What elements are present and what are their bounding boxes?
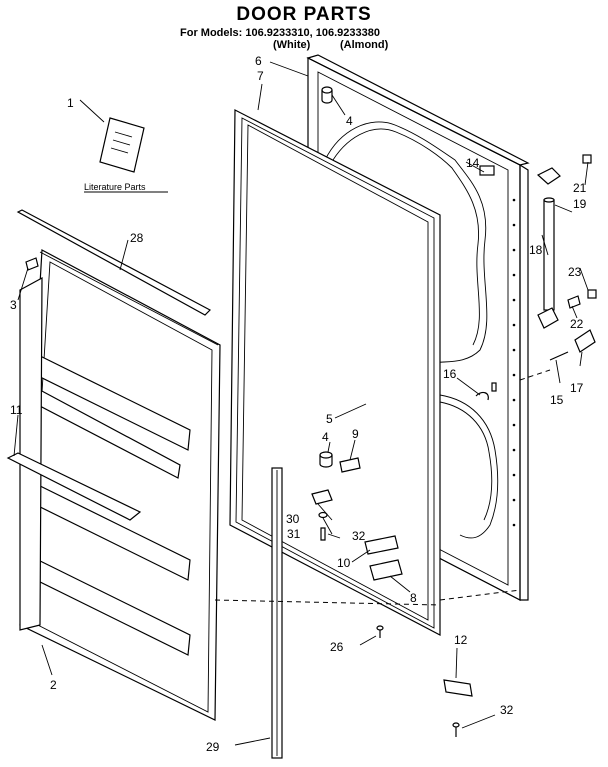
screw-32-bottom: [452, 722, 460, 737]
page-title: DOOR PARTS: [236, 4, 372, 25]
hinge-8: [369, 559, 403, 581]
part-label-22: 22: [570, 317, 584, 331]
part-label-7: 7: [257, 69, 264, 83]
door-closer-parts: [475, 154, 597, 401]
part-label-16: 16: [443, 367, 457, 381]
part-label-28: 28: [130, 231, 144, 245]
literature-booklet-icon: [99, 117, 145, 173]
variant-almond: (Almond): [340, 39, 389, 51]
part-label-10: 10: [337, 556, 351, 570]
part-label-6: 6: [255, 54, 262, 68]
part-label-11: 11: [10, 403, 23, 417]
part-label-30: 30: [286, 512, 300, 526]
hinge-12: [443, 679, 473, 697]
part-label-18: 18: [529, 243, 543, 257]
part-label-17: 17: [570, 381, 584, 395]
door-outer-panel: [19, 249, 221, 721]
part-label-26: 26: [330, 640, 344, 654]
part-label-2: 2: [50, 678, 57, 692]
clip-3: [25, 257, 39, 271]
part-label-29: 29: [206, 740, 220, 754]
leader-lines: [13, 61, 589, 746]
part-label-9: 9: [352, 427, 359, 441]
literature-parts-label: Literature Parts: [84, 182, 146, 192]
hinge-bracket-9: [339, 457, 361, 473]
part-label-4-bottom: 4: [322, 430, 329, 444]
stop-cylinder-top: [321, 86, 333, 104]
part-label-3: 3: [10, 298, 17, 312]
door-top-trim: [16, 209, 211, 316]
part-label-14: 14: [466, 156, 480, 170]
hinge-10: [364, 535, 399, 555]
assembly-guide-lines: [214, 369, 551, 606]
door-shelf-bar: [6, 452, 142, 521]
screw-26: [376, 625, 384, 638]
part-label-21: 21: [573, 181, 587, 195]
part-label-5: 5: [326, 412, 333, 426]
stop-cylinder-bottom: [319, 451, 333, 468]
part-label-15: 15: [550, 393, 564, 407]
part-label-23: 23: [568, 265, 582, 279]
part-label-4-top: 4: [346, 114, 353, 128]
part-label-1: 1: [67, 96, 74, 110]
part-label-8: 8: [410, 591, 417, 605]
part-label-31: 31: [287, 527, 301, 541]
hinge-pin-parts: [311, 489, 333, 541]
part-label-32-bottom: 32: [500, 703, 514, 717]
variant-white: (White): [273, 39, 311, 51]
breaker-strip-29: [271, 467, 283, 759]
part-label-19: 19: [573, 197, 587, 211]
models-line: For Models: 106.9233310, 106.9233380: [180, 27, 380, 39]
part-label-12: 12: [454, 633, 468, 647]
part-label-32-top: 32: [352, 529, 366, 543]
